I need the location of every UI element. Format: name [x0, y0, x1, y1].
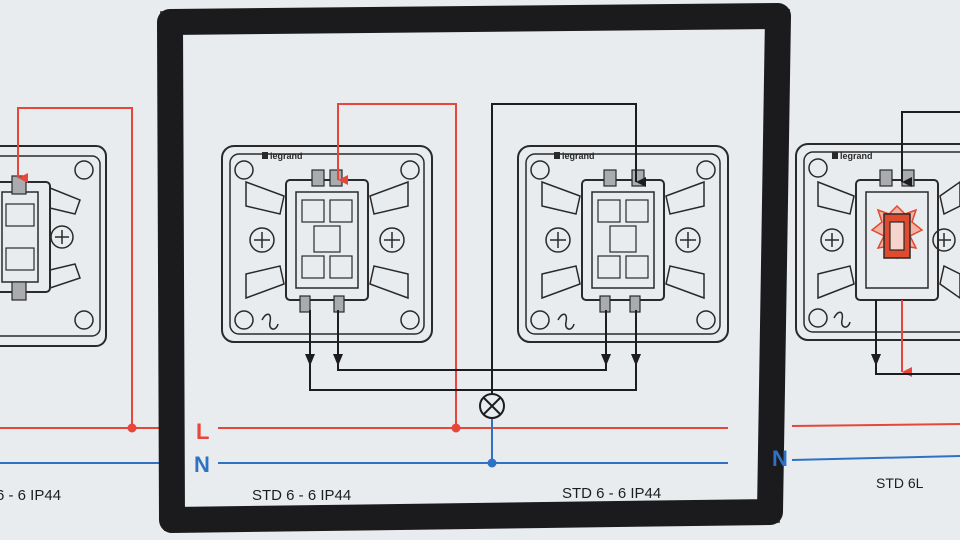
brand-mark-c: legrand: [832, 151, 873, 161]
arrow-down-icons: [305, 354, 881, 366]
junction-dot-icon: [127, 423, 137, 433]
lamp-cross-circle-icon: [479, 393, 505, 419]
neutral-label: N: [194, 452, 210, 477]
caption-a: STD 6 - 6 IP44: [252, 487, 351, 504]
caption-left: 6 - 6 IP44: [0, 487, 61, 504]
caption-b: STD 6 - 6 IP44: [562, 485, 661, 502]
brand-label: legrand: [270, 151, 303, 161]
tape-frame: [157, 3, 791, 533]
line-label: L: [196, 419, 209, 444]
brand-mark-a: legrand: [262, 151, 303, 161]
lamp-indicator-icon: [870, 204, 924, 260]
switch-device-c: [795, 143, 960, 341]
junction-dot-icon: [487, 458, 497, 468]
caption-c: STD 6L: [876, 475, 924, 491]
brand-label: legrand: [562, 151, 595, 161]
control-wires: [309, 103, 960, 394]
brand-mark-b: legrand: [554, 151, 595, 161]
line-wire: [218, 103, 960, 429]
neutral-wire: [218, 418, 960, 464]
brand-label: legrand: [840, 151, 873, 161]
junction-dot-icon: [451, 423, 461, 433]
neutral-label-partial: N: [772, 446, 788, 471]
switch-device-left-partial: [0, 145, 107, 347]
